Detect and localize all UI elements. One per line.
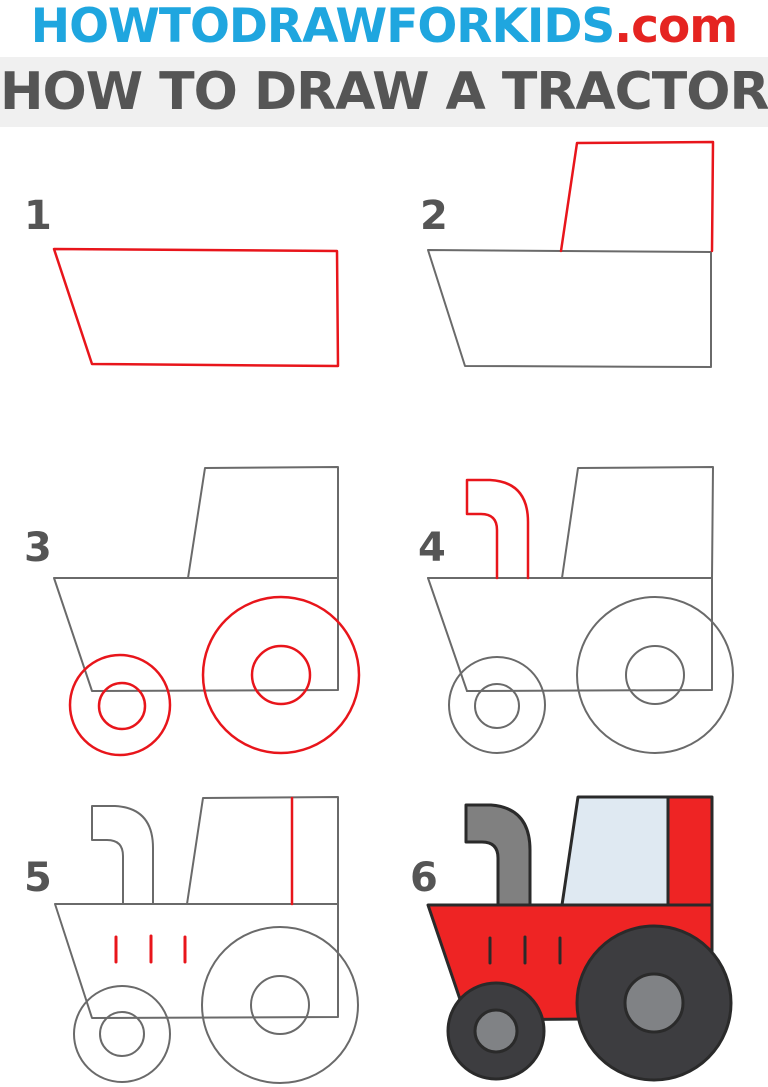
site-logo: HOWTODRAWFORKIDS.com (0, 0, 768, 54)
step-number-3: 3 (24, 525, 52, 571)
step-3-drawing (53, 466, 361, 757)
step-number-2: 2 (420, 193, 448, 239)
step-2-drawing (427, 140, 715, 368)
step-number-1: 1 (24, 193, 52, 239)
step-number-5: 5 (24, 855, 52, 901)
step-1-drawing (52, 247, 340, 368)
step-5-drawing (54, 796, 359, 1084)
step-4-drawing (427, 466, 734, 754)
title-bar: HOW TO DRAW A TRACTOR (0, 57, 768, 127)
step-number-6: 6 (410, 855, 438, 901)
step-number-4: 4 (418, 525, 446, 571)
page-title: HOW TO DRAW A TRACTOR (0, 62, 768, 122)
site-tld: .com (614, 0, 738, 54)
site-brand: HOWTODRAWFORKIDS (30, 0, 615, 54)
step-6-drawing (426, 795, 733, 1082)
